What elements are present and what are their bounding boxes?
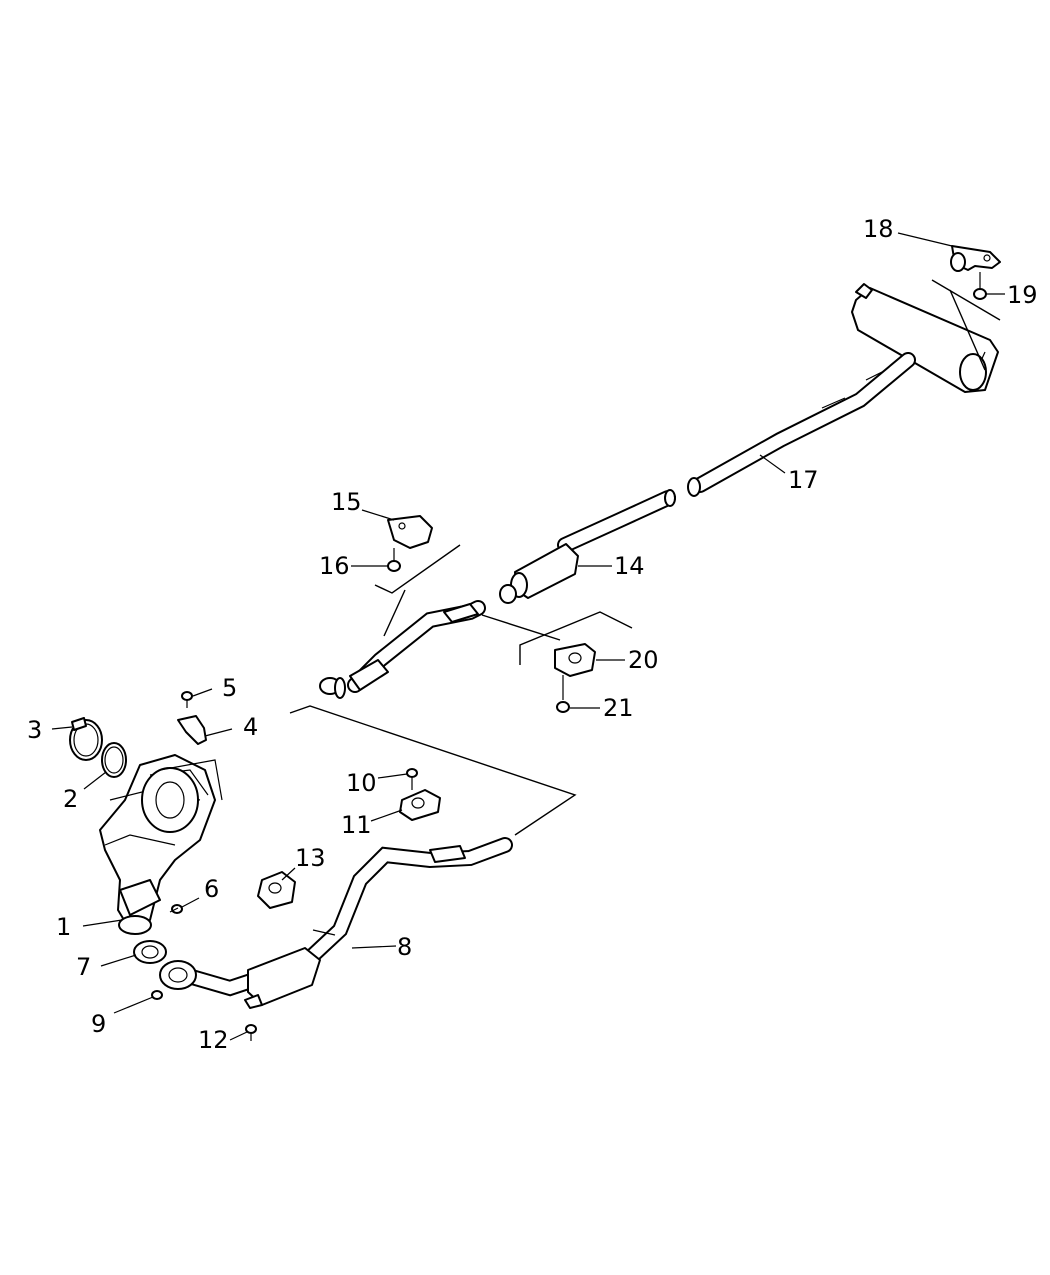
part-5-bolt	[181, 691, 193, 708]
part-8-front-pipe	[159, 837, 513, 1009]
leader-lines	[51, 232, 1005, 1041]
callout-12: 12	[198, 1026, 229, 1054]
part-7-gasket	[133, 940, 167, 964]
part-18-rear-hanger-bracket	[950, 245, 1001, 272]
callout-4: 4	[243, 713, 258, 741]
part-6-bolt	[169, 904, 183, 914]
guide-line-17	[949, 289, 986, 371]
callout-8: 8	[397, 933, 412, 961]
callout-20: 20	[628, 646, 659, 674]
part-1-catalytic-converter	[99, 754, 223, 935]
callout-18: 18	[863, 215, 894, 243]
callout-5: 5	[222, 674, 237, 702]
part-12-bolt	[245, 1024, 257, 1041]
guide-line-10-11	[289, 705, 577, 836]
part-20-hanger-isolator	[554, 643, 596, 677]
guide-line-15	[374, 544, 461, 594]
callout-10: 10	[346, 769, 377, 797]
callout-9: 9	[91, 1010, 106, 1038]
callout-numbers: 1 2 3 4 5 6 7 8 9 10 11 12 13 14 15 16 1…	[27, 215, 1038, 1054]
callout-13: 13	[295, 844, 326, 872]
callout-17: 17	[788, 466, 819, 494]
guide-line-15b	[383, 589, 406, 637]
callout-16: 16	[319, 552, 350, 580]
callout-14: 14	[614, 552, 645, 580]
callout-3: 3	[27, 716, 42, 744]
front-pipe-section	[319, 600, 486, 699]
part-19-nut	[973, 272, 987, 300]
part-3-clamp	[69, 717, 103, 761]
guide-line-20b	[519, 611, 633, 665]
part-17-muffler-tailpipe	[687, 283, 999, 497]
callout-21: 21	[603, 694, 634, 722]
part-9-nut	[151, 990, 163, 1000]
callout-1: 1	[56, 913, 71, 941]
part-15-hanger-bracket	[387, 515, 433, 549]
part-10-bolt	[406, 768, 418, 790]
part-4-bracket	[177, 715, 207, 745]
callout-2: 2	[63, 785, 78, 813]
callout-19: 19	[1007, 281, 1038, 309]
callout-6: 6	[204, 875, 219, 903]
guide-line-20	[481, 614, 561, 641]
part-21-bolt	[556, 675, 570, 713]
part-14-resonator	[499, 489, 676, 604]
part-11-isolator	[399, 789, 441, 821]
callout-15: 15	[331, 488, 362, 516]
part-2-gasket	[101, 742, 127, 778]
guide-line-18	[931, 279, 1001, 321]
callout-7: 7	[76, 953, 91, 981]
part-16-bolt	[387, 548, 401, 572]
callout-11: 11	[341, 811, 372, 839]
part-13-isolator	[257, 871, 296, 909]
